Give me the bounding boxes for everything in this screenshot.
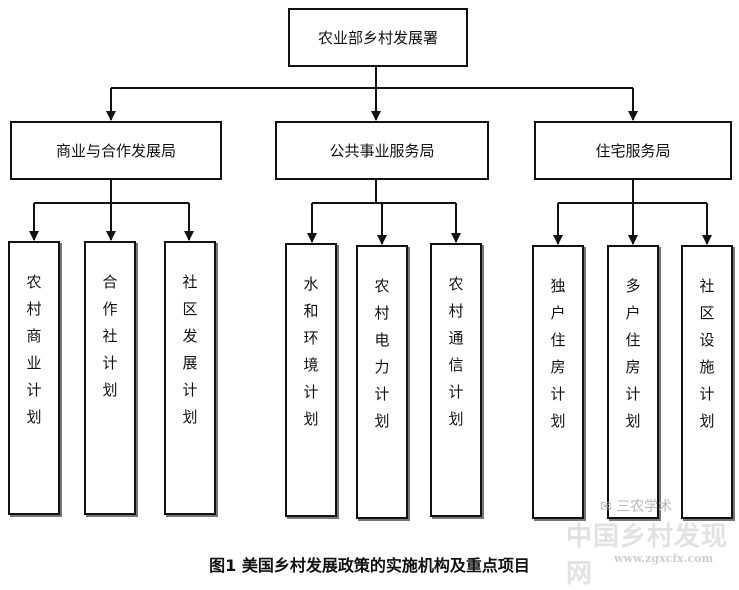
wechat-icon: ✉ — [600, 499, 617, 515]
bureau-node-3: 住宅服务局 — [534, 121, 732, 180]
root-label: 农业部乡村发展署 — [317, 29, 438, 47]
program-label: 社区设施计划 — [699, 277, 715, 430]
program-label: 独户住房计划 — [550, 277, 566, 430]
program-label: 农村商业计划 — [26, 273, 42, 426]
program-label: 多户住房计划 — [625, 277, 641, 430]
program-node: 水和环境计划 — [285, 243, 337, 517]
program-node: 多户住房计划 — [607, 245, 659, 519]
program-node: 农村通信计划 — [430, 243, 482, 517]
watermark-url: www.zgxcfx.com — [614, 552, 714, 565]
program-node: 农村电力计划 — [356, 245, 408, 519]
bureau-label: 住宅服务局 — [595, 142, 671, 160]
bureau-node-1: 商业与合作发展局 — [10, 121, 222, 180]
watermark-site-name: 中国乡村发现网 — [566, 522, 729, 589]
program-label: 农村电力计划 — [374, 277, 390, 430]
bureau-label: 商业与合作发展局 — [55, 142, 176, 160]
program-label: 水和环境计划 — [303, 275, 319, 428]
bureau-node-2: 公共事业服务局 — [275, 121, 489, 180]
root-node: 农业部乡村发展署 — [288, 8, 468, 67]
program-label: 合作社计划 — [102, 273, 118, 399]
bureau-label: 公共事业服务局 — [329, 142, 435, 160]
program-node: 社区设施计划 — [681, 245, 733, 519]
program-node: 合作社计划 — [84, 241, 136, 515]
program-node: 独户住房计划 — [532, 245, 584, 519]
figure-caption: 图1 美国乡村发展政策的实施机构及重点项目 — [209, 556, 530, 575]
watermark-account: ✉ 三农学术 — [600, 499, 673, 515]
program-label: 社区发展计划 — [182, 273, 198, 426]
program-node: 农村商业计划 — [8, 241, 60, 515]
program-label: 农村通信计划 — [448, 275, 464, 428]
program-node: 社区发展计划 — [164, 241, 216, 515]
